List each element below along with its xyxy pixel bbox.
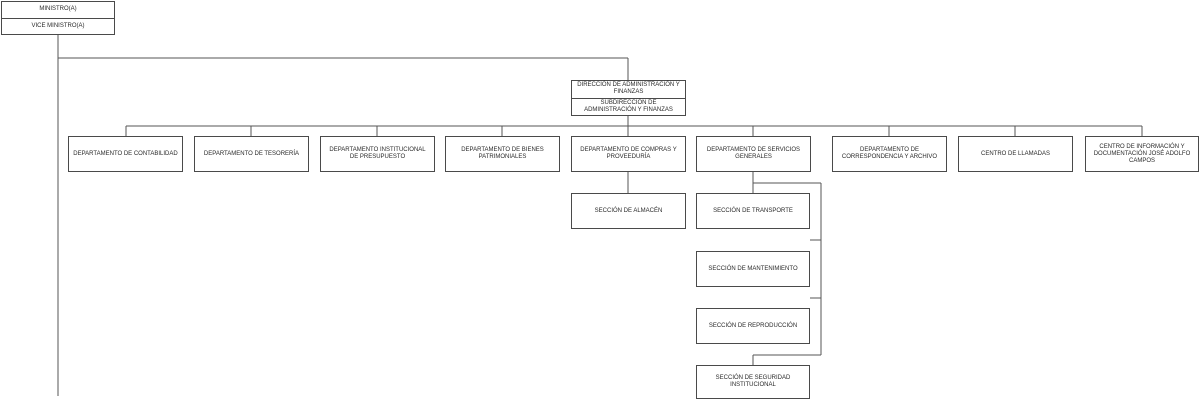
section-transporte: SECCIÓN DE TRANSPORTE [696,193,810,229]
subdirection-label: SUBDIRECCIÓN DE ADMINISTRACIÓN Y FINANZA… [572,97,685,116]
centro-informacion: CENTRO DE INFORMACIÓN Y DOCUMENTACIÓN JO… [1085,136,1199,172]
dept-tesoreria: DEPARTAMENTO DE TESORERÍA [194,136,309,172]
dept-compras-proveeduria: DEPARTAMENTO DE COMPRAS Y PROVEEDURÍA [571,136,686,172]
section-mantenimiento: SECCIÓN DE MANTENIMIENTO [696,251,810,287]
direction-label: DIRECCIÓN DE ADMINISTRACIÓN Y FINANZAS [577,82,680,96]
section-reproduccion: SECCIÓN DE REPRODUCCIÓN [696,308,810,344]
dept-servicios-generales: DEPARTAMENTO DE SERVICIOS GENERALES [696,136,811,172]
minister-label: MINISTRO(A) [39,6,77,13]
section-almacen: SECCIÓN DE ALMACÉN [571,193,686,229]
direction-box: DIRECCIÓN DE ADMINISTRACIÓN Y FINANZAS S… [571,80,686,116]
section-seguridad-institucional: SECCIÓN DE SEGURIDAD INSTITUCIONAL [696,365,810,399]
dept-presupuesto: DEPARTAMENTO INSTITUCIONAL DE PRESUPUEST… [320,136,435,172]
dept-bienes-patrimoniales: DEPARTAMENTO DE BIENES PATRIMONIALES [445,136,560,172]
vice-minister-label: VICE MINISTRO(A) [2,17,114,35]
dept-contabilidad: DEPARTAMENTO DE CONTABILIDAD [68,136,183,172]
minister-box: MINISTRO(A) VICE MINISTRO(A) [1,1,115,35]
dept-correspondencia-archivo: DEPARTAMENTO DE CORRESPONDENCIA Y ARCHIV… [832,136,947,172]
centro-llamadas: CENTRO DE LLAMADAS [958,136,1073,172]
